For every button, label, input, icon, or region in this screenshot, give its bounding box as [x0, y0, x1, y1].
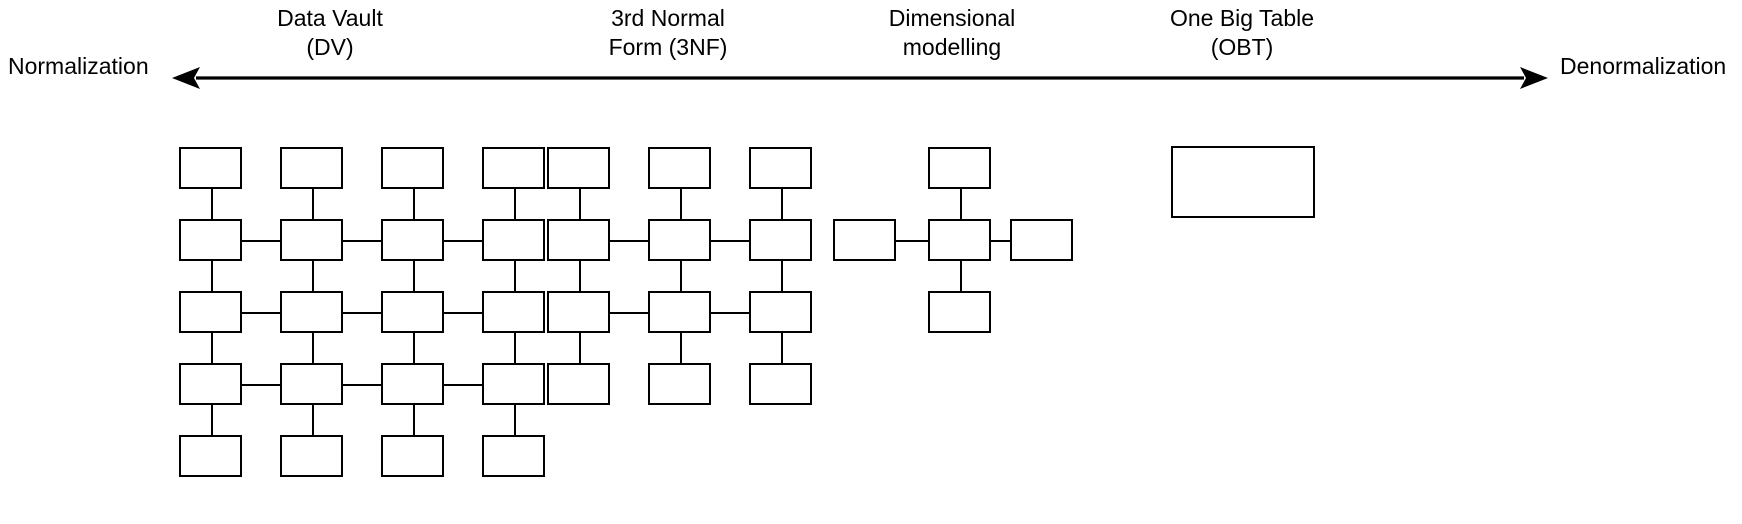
connector-line-vertical — [780, 261, 783, 291]
dimension-table-box — [1010, 219, 1073, 261]
connector-line-vertical — [578, 189, 581, 219]
stage-label-one-big-table: One Big Table (OBT) — [1092, 4, 1392, 62]
connector-line-horizontal — [896, 240, 928, 242]
table-box — [381, 363, 444, 405]
connector-line-vertical — [412, 333, 415, 363]
connector-line-horizontal — [991, 240, 1010, 242]
connector-line-vertical — [679, 333, 682, 363]
table-box — [381, 147, 444, 189]
connector-line-horizontal — [242, 312, 280, 314]
connector-line-vertical — [210, 189, 213, 219]
connector-line-vertical — [959, 261, 962, 291]
table-box — [280, 363, 343, 405]
connector-line-horizontal — [343, 240, 381, 242]
table-box — [280, 219, 343, 261]
connector-line-horizontal — [610, 312, 648, 314]
connector-line-vertical — [679, 189, 682, 219]
table-box — [381, 435, 444, 477]
stage-label-line: Form (3NF) — [608, 34, 728, 60]
table-box — [482, 435, 545, 477]
table-box — [280, 291, 343, 333]
dimension-table-box — [928, 291, 991, 333]
connector-line-vertical — [780, 189, 783, 219]
stage-label-line: modelling — [902, 34, 1002, 60]
connector-line-horizontal — [711, 240, 749, 242]
connector-line-vertical — [513, 261, 516, 291]
table-box — [482, 291, 545, 333]
table-box — [749, 147, 812, 189]
fact-table-box — [928, 219, 991, 261]
connector-line-horizontal — [242, 240, 280, 242]
connector-line-vertical — [311, 333, 314, 363]
connector-line-vertical — [412, 405, 415, 435]
table-box — [179, 147, 242, 189]
connector-line-vertical — [513, 333, 516, 363]
stage-label-line: (DV) — [306, 34, 354, 60]
connector-line-horizontal — [343, 384, 381, 386]
connector-line-horizontal — [444, 240, 482, 242]
connector-line-vertical — [578, 261, 581, 291]
connector-line-vertical — [210, 333, 213, 363]
table-box — [547, 219, 610, 261]
table-box — [280, 435, 343, 477]
connector-line-vertical — [959, 189, 962, 219]
connector-line-vertical — [412, 261, 415, 291]
stage-label-line: (OBT) — [1210, 34, 1274, 60]
table-box — [547, 363, 610, 405]
table-box — [749, 363, 812, 405]
dimension-table-box — [833, 219, 896, 261]
table-box — [482, 219, 545, 261]
connector-line-horizontal — [343, 312, 381, 314]
one-big-table-box — [1171, 146, 1315, 218]
connector-line-horizontal — [444, 384, 482, 386]
table-box — [179, 219, 242, 261]
connector-line-vertical — [780, 333, 783, 363]
connector-line-vertical — [311, 261, 314, 291]
table-box — [648, 291, 711, 333]
connector-line-vertical — [210, 261, 213, 291]
normalization-axis-arrow — [172, 67, 1548, 89]
axis-label-normalization: Normalization — [8, 53, 149, 79]
connector-line-vertical — [412, 189, 415, 219]
table-box — [482, 363, 545, 405]
dimension-table-box — [928, 147, 991, 189]
table-box — [648, 147, 711, 189]
table-box — [381, 291, 444, 333]
connector-line-vertical — [578, 333, 581, 363]
connector-line-vertical — [311, 405, 314, 435]
table-box — [547, 291, 610, 333]
stage-label-dimensional-modelling: Dimensional modelling — [802, 4, 1102, 62]
stage-label-line: Data Vault — [277, 5, 383, 31]
stage-label-line: One Big Table — [1169, 5, 1315, 31]
stage-label-data-vault: Data Vault (DV) — [180, 4, 480, 62]
table-box — [648, 219, 711, 261]
table-box — [648, 363, 711, 405]
connector-line-horizontal — [610, 240, 648, 242]
connector-line-vertical — [513, 405, 516, 435]
connector-line-vertical — [513, 189, 516, 219]
table-box — [280, 147, 343, 189]
stage-label-line: Dimensional — [888, 5, 1016, 31]
connector-line-vertical — [210, 405, 213, 435]
table-box — [749, 291, 812, 333]
table-box — [749, 219, 812, 261]
connector-line-vertical — [311, 189, 314, 219]
connector-line-horizontal — [242, 384, 280, 386]
table-box — [482, 147, 545, 189]
connector-line-horizontal — [711, 312, 749, 314]
stage-label-line: 3rd Normal — [611, 5, 725, 31]
connector-line-horizontal — [444, 312, 482, 314]
table-box — [179, 363, 242, 405]
connector-line-vertical — [679, 261, 682, 291]
table-box — [547, 147, 610, 189]
axis-label-denormalization: Denormalization — [1560, 53, 1727, 79]
table-box — [381, 219, 444, 261]
table-box — [179, 435, 242, 477]
table-box — [179, 291, 242, 333]
